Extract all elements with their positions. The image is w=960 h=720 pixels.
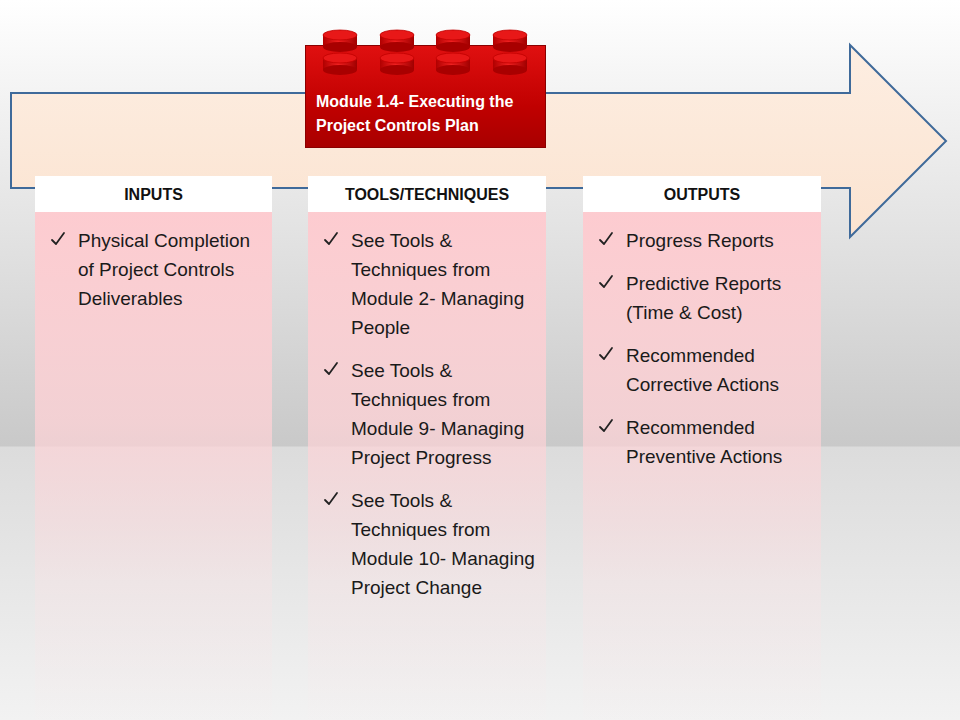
- list-item: Recommended Preventive Actions: [583, 413, 821, 471]
- item-text: See Tools & Techniques from Module 10- M…: [351, 486, 536, 602]
- column-header: TOOLS/TECHNIQUES: [308, 176, 546, 212]
- list-item: Physical Completion of Project Controls …: [35, 226, 272, 313]
- item-text: Predictive Reports (Time & Cost): [626, 269, 811, 327]
- list-item: See Tools & Techniques from Module 2- Ma…: [308, 226, 546, 342]
- list-item: See Tools & Techniques from Module 10- M…: [308, 486, 546, 602]
- item-text: Recommended Corrective Actions: [626, 341, 811, 399]
- list-item: See Tools & Techniques from Module 9- Ma…: [308, 356, 546, 472]
- item-text: Progress Reports: [626, 226, 811, 255]
- check-mark: [50, 231, 66, 247]
- list-item: Predictive Reports (Time & Cost): [583, 269, 821, 327]
- process-arrow: [11, 45, 946, 237]
- check-mark: [598, 418, 614, 434]
- item-text: See Tools & Techniques from Module 2- Ma…: [351, 226, 536, 342]
- item-text: Physical Completion of Project Controls …: [78, 226, 262, 313]
- column-header: INPUTS: [35, 176, 272, 212]
- check-mark: [323, 361, 339, 377]
- check-mark: [323, 231, 339, 247]
- list-item: Progress Reports: [583, 226, 821, 255]
- item-text: See Tools & Techniques from Module 9- Ma…: [351, 356, 536, 472]
- check-mark: [598, 231, 614, 247]
- module-brick: Module 1.4- Executing the Project Contro…: [305, 45, 546, 148]
- column-panel: INPUTS Physical Completion of Project Con…: [35, 176, 272, 720]
- check-mark: [598, 346, 614, 362]
- column-header: OUTPUTS: [583, 176, 821, 212]
- column-panel: TOOLS/TECHNIQUES See Tools & Techniques f…: [308, 176, 546, 720]
- item-text: Recommended Preventive Actions: [626, 413, 811, 471]
- list-item: Recommended Corrective Actions: [583, 341, 821, 399]
- check-mark: [323, 491, 339, 507]
- column-panel: OUTPUTS Progress ReportsPredictive Report…: [583, 176, 821, 720]
- check-mark: [598, 274, 614, 290]
- module-title: Module 1.4- Executing the Project Contro…: [316, 90, 537, 138]
